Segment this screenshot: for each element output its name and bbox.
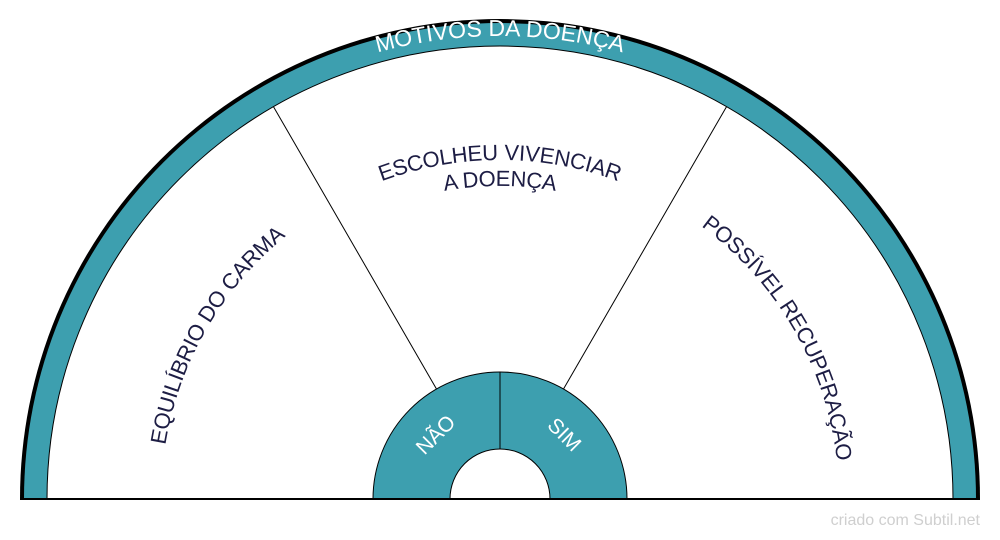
main-semicircle-face [46, 45, 954, 500]
credit-watermark: criado com Subtil.net [830, 512, 980, 529]
sector-label-2-line-2: A DOENÇA [441, 166, 559, 196]
sector-divider-right [563, 106, 727, 390]
sector-divider-left [273, 106, 437, 390]
